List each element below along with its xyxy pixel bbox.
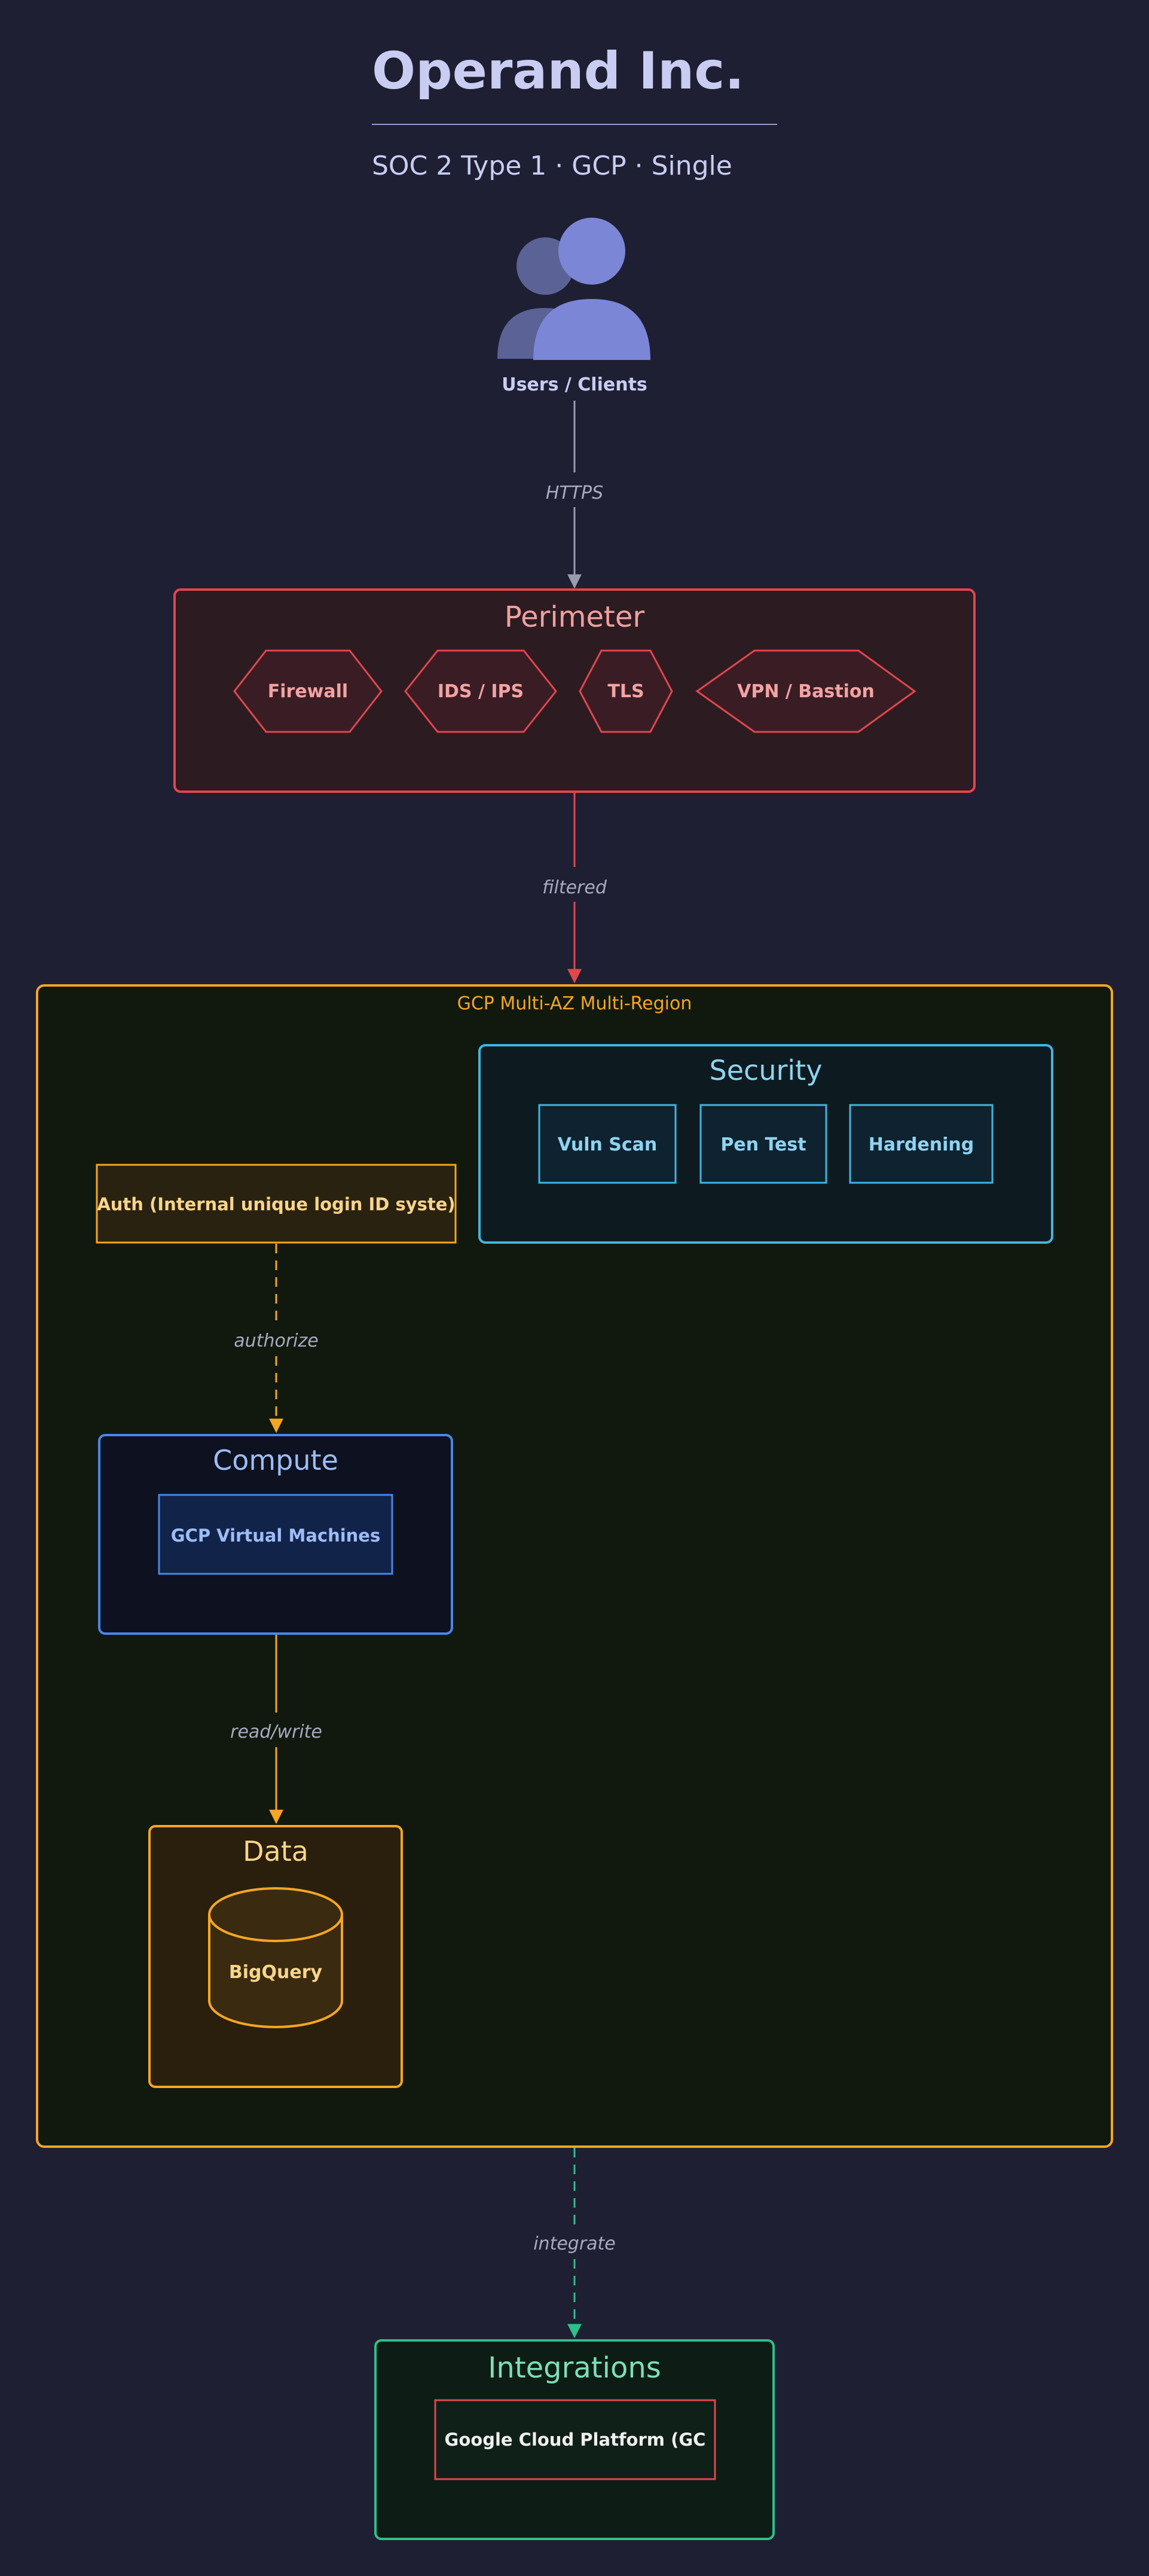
perimeter-vpn-bastion-label: VPN / Bastion <box>737 681 875 702</box>
security-hardening-label: Hardening <box>869 1134 974 1155</box>
perimeter-firewall: Firewall <box>233 649 383 733</box>
data-bigquery-label: BigQuery <box>229 1962 323 1983</box>
data-title: Data <box>243 1835 308 1867</box>
auth-label: Auth (Internal unique login ID syste) <box>97 1194 455 1214</box>
perimeter-tls-label: TLS <box>607 681 644 702</box>
edge-label-read-write: read/write <box>230 1722 322 1742</box>
perimeter-group <box>173 588 976 793</box>
edge-label-https: HTTPS <box>546 483 603 503</box>
users-label: Users / Clients <box>502 374 647 395</box>
compute-gcp-vms-label: GCP Virtual Machines <box>171 1525 381 1546</box>
perimeter-title: Perimeter <box>505 600 644 634</box>
security-title: Security <box>710 1054 823 1086</box>
edge-label-filtered: filtered <box>542 877 607 898</box>
perimeter-firewall-label: Firewall <box>268 681 348 702</box>
security-pen-test-label: Pen Test <box>720 1134 806 1155</box>
page-title: Operand Inc. <box>372 41 744 101</box>
security-hardening: Hardening <box>849 1104 994 1184</box>
perimeter-ids-ips-label: IDS / IPS <box>438 681 524 702</box>
security-vuln-scan-label: Vuln Scan <box>558 1134 658 1155</box>
security-pen-test: Pen Test <box>699 1104 827 1184</box>
perimeter-tls: TLS <box>579 649 673 733</box>
compute-gcp-vms: GCP Virtual Machines <box>158 1494 393 1575</box>
auth-box: Auth (Internal unique login ID syste) <box>96 1164 457 1244</box>
database-icon <box>208 1887 343 2028</box>
users-icon <box>497 218 650 360</box>
compute-title: Compute <box>213 1444 338 1476</box>
integrations-gcp-label: Google Cloud Platform (GC <box>445 2430 706 2450</box>
perimeter-vpn-bastion: VPN / Bastion <box>695 649 916 733</box>
page-subtitle: SOC 2 Type 1 · GCP · Single <box>372 151 732 181</box>
cloud-label: GCP Multi-AZ Multi-Region <box>457 993 692 1014</box>
perimeter-ids-ips: IDS / IPS <box>404 649 557 733</box>
edge-label-authorize: authorize <box>234 1330 318 1351</box>
edge-label-integrate: integrate <box>533 2233 616 2254</box>
security-vuln-scan: Vuln Scan <box>538 1104 677 1184</box>
integrations-gcp: Google Cloud Platform (GC <box>434 2399 716 2480</box>
integrations-title: Integrations <box>488 2351 661 2385</box>
